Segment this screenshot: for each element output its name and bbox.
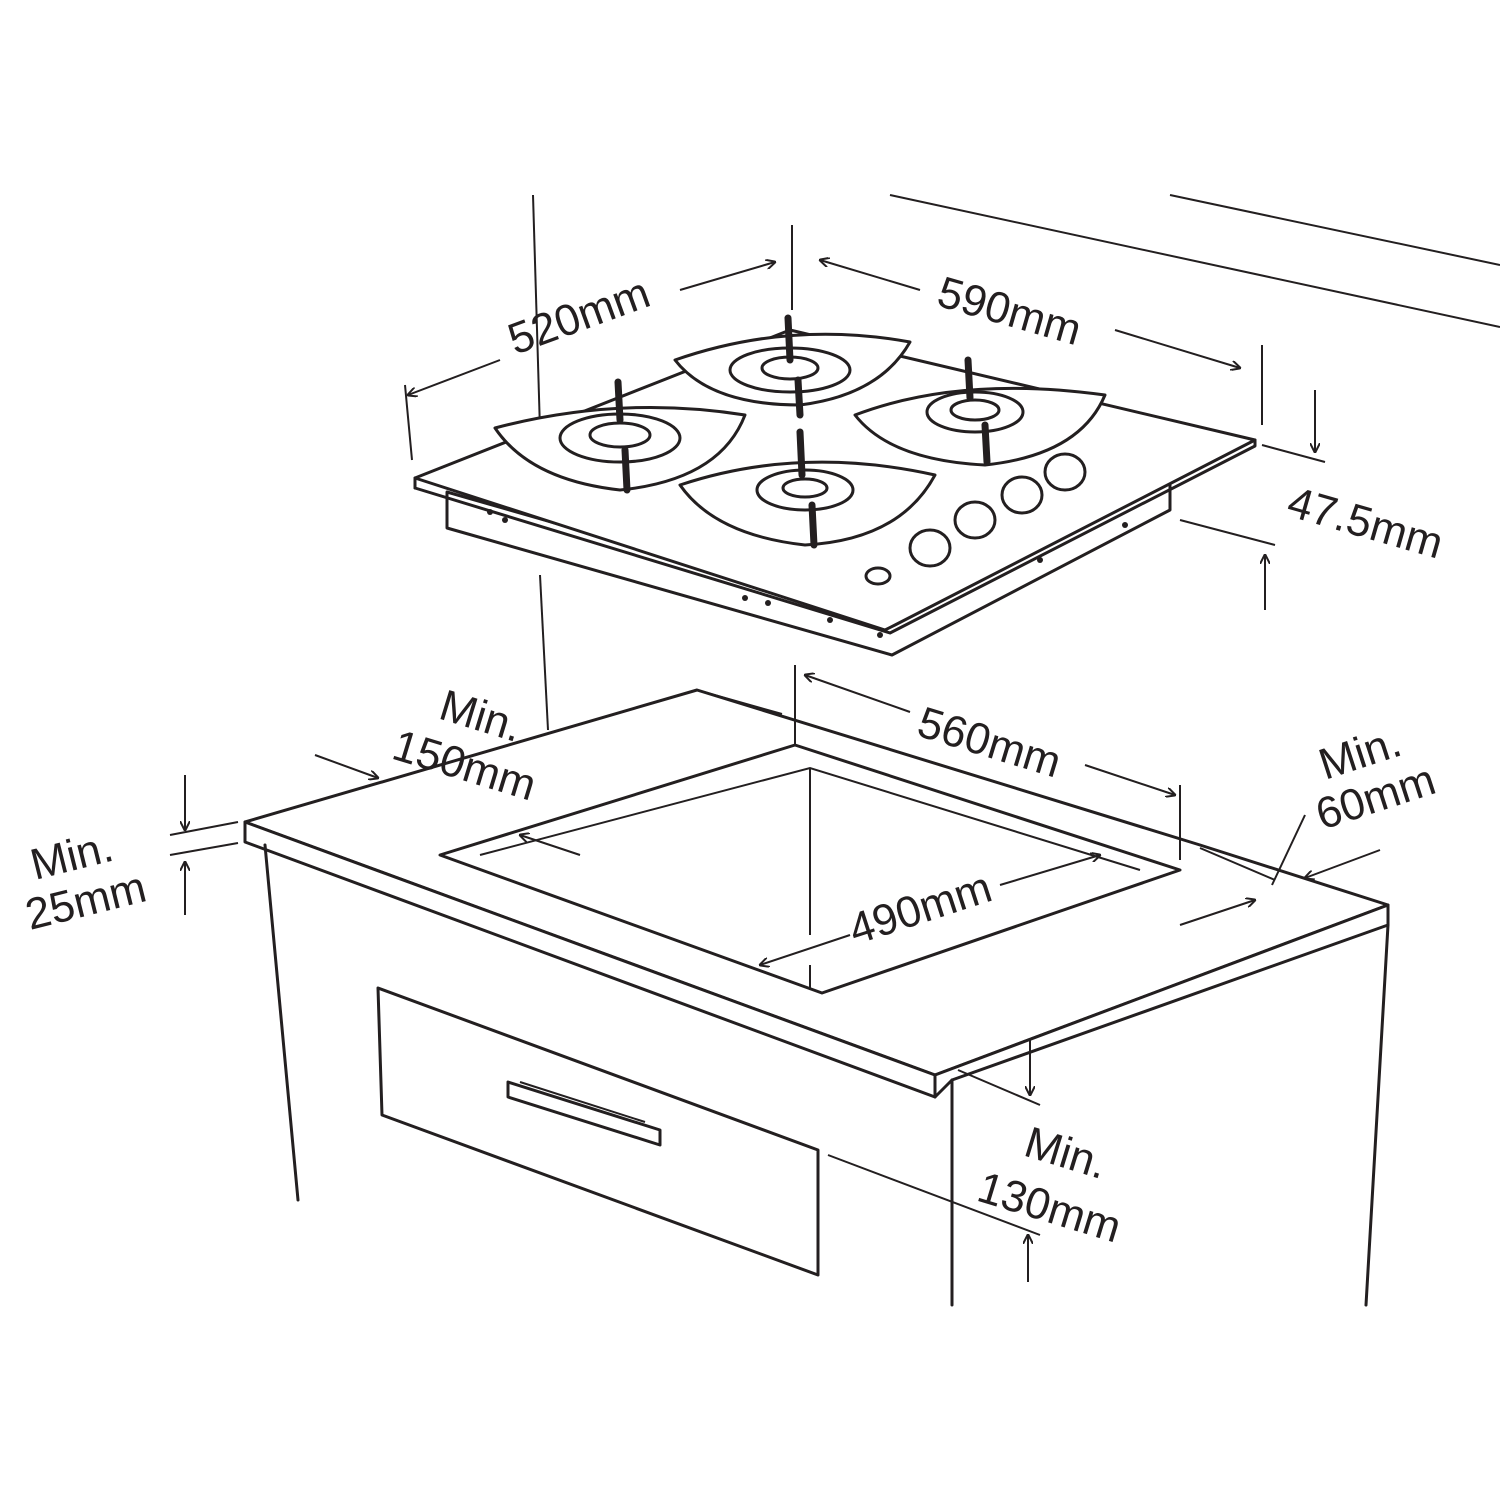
burner-front xyxy=(678,428,937,549)
hob-width-label: 590mm xyxy=(932,268,1087,356)
gas-hob xyxy=(413,314,1257,657)
drawer-handle xyxy=(506,1080,662,1147)
burner-back xyxy=(673,314,912,419)
worktop xyxy=(243,688,1390,1099)
cabinet xyxy=(263,843,1390,1307)
drawer xyxy=(376,986,820,1277)
hob-depth-label: 520mm xyxy=(502,268,657,364)
burner-left xyxy=(493,378,747,494)
dimension-lines xyxy=(169,225,1381,1282)
hob-height-label: 47.5mm xyxy=(1282,478,1448,569)
control-knobs xyxy=(864,452,1087,586)
below-clearance-label: 130mm xyxy=(972,1163,1127,1253)
burner-right xyxy=(853,356,1107,467)
hob-screws xyxy=(487,509,1128,638)
